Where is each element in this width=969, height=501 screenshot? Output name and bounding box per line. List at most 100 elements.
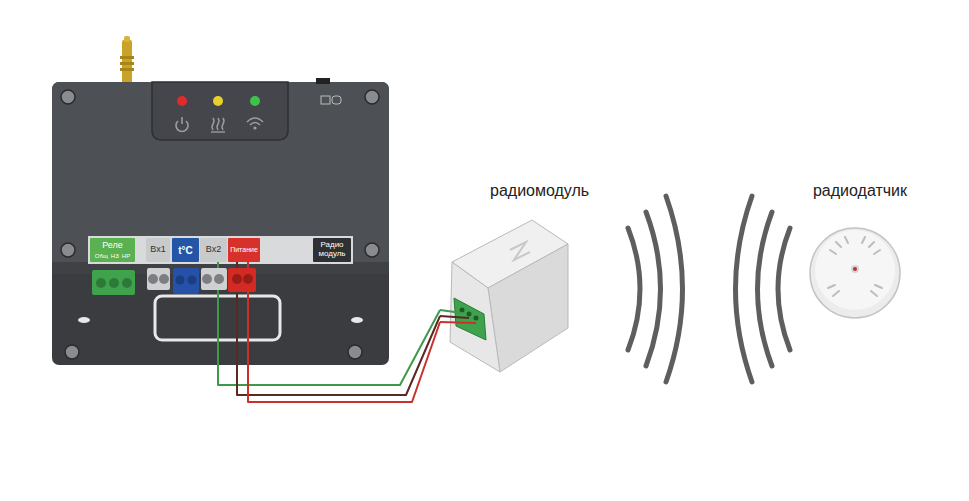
illustration-part (510, 242, 530, 260)
illustration-part (815, 230, 895, 310)
illustration-part (88, 236, 353, 264)
radio-sensor: радиодатчик (800, 180, 920, 320)
illustration-part (120, 68, 134, 71)
illustration-part (147, 268, 170, 290)
illustration-part (488, 244, 568, 372)
illustration-part (61, 243, 75, 257)
illustration-part (460, 308, 465, 313)
illustration-part (148, 274, 158, 284)
illustration-part (646, 212, 661, 366)
illustration-part (122, 278, 132, 288)
illustration-part (247, 118, 263, 125)
illustration-part (628, 228, 640, 350)
illustration-part (851, 265, 859, 273)
terminal-name: Вх2 (206, 245, 221, 255)
input-label: Вх2 (200, 238, 227, 262)
illustration-part (736, 196, 753, 382)
illustration-part (124, 36, 130, 42)
terminal-name: Реле (102, 241, 123, 251)
radio-module-device (440, 180, 612, 375)
illustration-part (853, 267, 857, 271)
illustration-part (120, 56, 134, 59)
contact-name: НЗ (111, 253, 119, 260)
illustration-part (321, 96, 330, 104)
contact-name: Общ (95, 253, 108, 260)
power-label: Питание (228, 238, 260, 262)
illustration-part (96, 278, 106, 288)
illustration-part (778, 228, 790, 350)
illustration-part (120, 62, 134, 65)
illustration-part (52, 82, 389, 274)
illustration-part (188, 276, 197, 285)
illustration-part (92, 270, 135, 295)
illustration-part (454, 298, 486, 340)
illustration-part (201, 268, 227, 290)
relay-label: РелеОбщНЗНР (90, 238, 135, 262)
illustration-part (109, 278, 119, 288)
illustration-part (351, 317, 363, 323)
wire (248, 262, 440, 402)
illustration-part (250, 96, 260, 106)
temp-terminal (173, 268, 199, 294)
wire (237, 262, 440, 395)
contact-name: НР (122, 253, 130, 260)
terminal-name: Вх1 (150, 245, 165, 255)
input1-terminal (147, 268, 170, 290)
temperature-label: t°C (172, 238, 199, 262)
input2-terminal (201, 268, 227, 290)
radio-module: радиомодуль (440, 180, 612, 375)
illustration-part (159, 274, 169, 284)
illustration-part (810, 228, 900, 318)
illustration-part (474, 316, 479, 321)
illustration-part (61, 90, 75, 104)
illustration-part (440, 316, 469, 318)
illustration-part (365, 90, 379, 104)
illustration-part (176, 276, 185, 285)
input-label: Вх1 (146, 238, 170, 262)
radio-waves (628, 196, 790, 382)
illustration-part (365, 243, 379, 257)
illustration-part (152, 82, 288, 140)
illustration-part (232, 274, 242, 284)
illustration-part (467, 312, 472, 317)
illustration-part (181, 117, 183, 124)
illustration-part (78, 317, 90, 323)
terminal-name: Радио модуль (315, 241, 349, 259)
antenna (120, 36, 134, 84)
illustration-part (202, 274, 212, 284)
terminal-name: Питание (230, 246, 258, 254)
terminal-name: t°C (178, 245, 193, 256)
contact-row: ОбщНЗНР (95, 253, 130, 260)
illustration-part (666, 196, 683, 382)
radio-module-label: Радио модуль (313, 238, 351, 262)
illustration-part (440, 310, 462, 313)
terminal-name: радиомодуль (490, 182, 589, 200)
terminal-name: радиодатчик (813, 182, 907, 200)
controller-housing (52, 78, 389, 365)
illustration-part (828, 285, 882, 296)
relay-terminal (92, 270, 135, 295)
illustration-part (253, 126, 256, 129)
illustration-part (52, 82, 389, 365)
illustration-part (173, 268, 199, 294)
illustration-part (440, 322, 476, 323)
illustration-part (228, 268, 256, 292)
illustration-part (348, 345, 362, 359)
illustration-part (332, 96, 341, 104)
screws (61, 90, 379, 359)
illustration-part (65, 345, 79, 359)
radio-sensor-device (800, 180, 920, 320)
wire (218, 262, 440, 385)
illustration-part (211, 131, 225, 132)
illustration-part (758, 212, 773, 366)
illustration-part (830, 237, 880, 254)
illustration-part (214, 274, 224, 284)
illustration-part (243, 274, 253, 284)
illustration-part (212, 118, 224, 130)
power-terminal (228, 268, 256, 292)
illustration-part (177, 96, 187, 106)
illustration-part (213, 96, 223, 106)
illustration-part (316, 78, 330, 84)
